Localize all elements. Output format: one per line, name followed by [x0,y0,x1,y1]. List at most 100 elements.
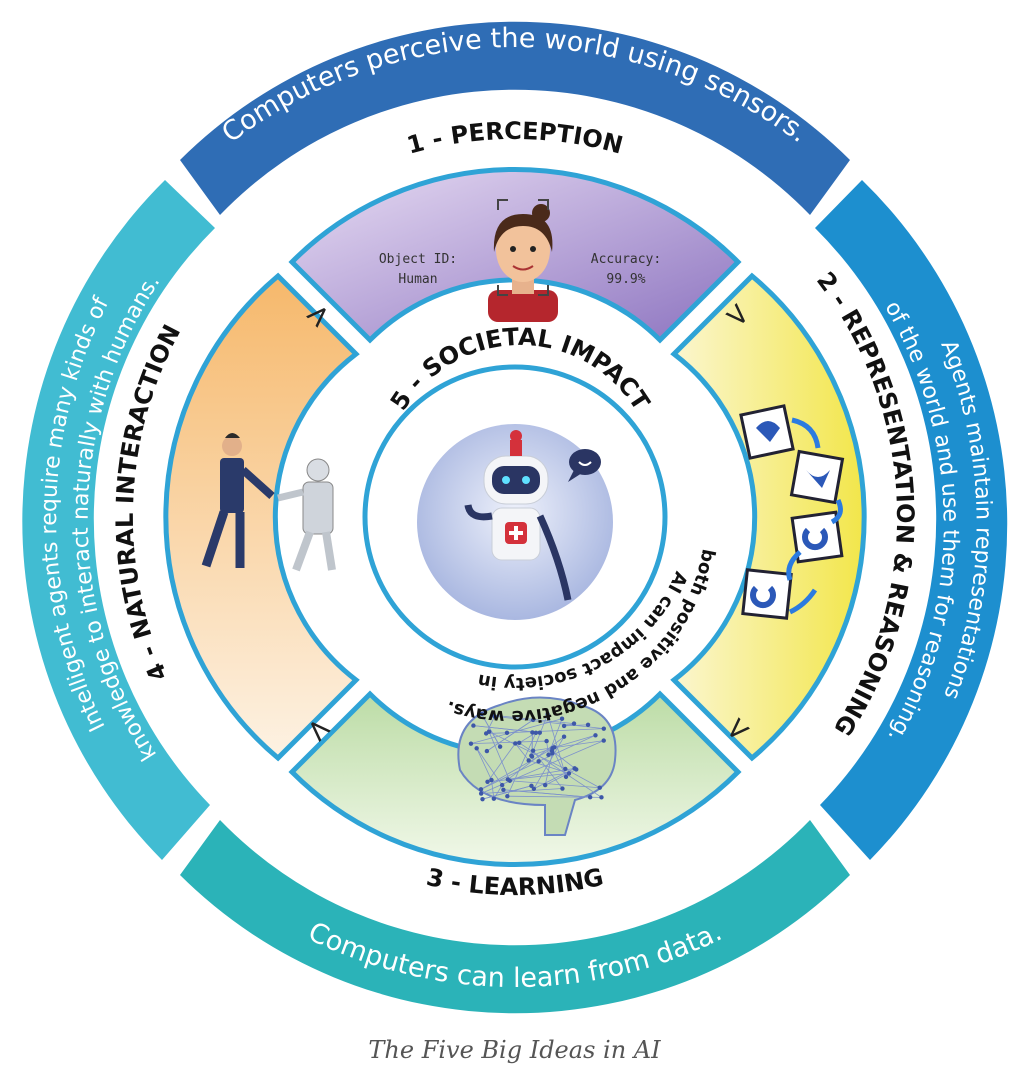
accuracy-label: Accuracy: [591,252,661,267]
network-node [533,730,539,735]
network-node [563,766,568,772]
network-node [501,787,506,793]
network-edge [514,743,530,761]
network-node [597,785,602,790]
network-node [530,730,535,735]
businessman-icon [201,433,275,568]
robot-icon [464,430,572,601]
object-id-value: Human [398,272,437,287]
network-edge [507,736,565,780]
network-node [531,786,537,791]
person-face-icon [496,218,550,282]
network-edge [493,784,503,799]
network-node [499,782,505,788]
societal-impact-center: 5 - SOCIETAL IMPACT AI can impact societ… [362,323,719,727]
network-edge [482,785,532,800]
network-node [542,782,548,788]
network-node [587,795,593,800]
network-node [572,766,577,771]
network-node [563,774,569,780]
network-node [593,733,598,738]
network-edge [488,731,566,770]
network-node [478,787,484,792]
network-node [560,786,565,791]
network-node [550,751,555,756]
network-node [559,716,565,721]
interaction-band [22,180,215,860]
network-node [526,758,531,763]
network-node [546,752,551,758]
network-node [601,738,606,743]
representation-band [815,180,1008,860]
network-node [484,748,490,754]
network-edge [481,788,563,794]
network-node [480,796,485,802]
network-node [561,734,567,739]
network-node [561,723,567,729]
network-node [566,771,572,776]
cube-icon [741,568,793,620]
network-edge [494,716,604,730]
network-node [491,713,496,718]
network-edge [507,795,602,798]
network-edge [480,760,539,790]
network-node [601,726,606,731]
network-node [585,722,591,728]
network-edge [487,743,516,783]
network-node [536,759,541,764]
person-shirt-icon [488,290,558,322]
network-edge [470,740,547,745]
network-edge [481,713,501,747]
cube-icon [790,510,844,564]
face-recognition-illustration: Object ID: Human Accuracy: 99.9% [379,199,661,322]
network-node [471,723,476,728]
network-node [552,745,557,750]
object-id-label: Object ID: [379,252,457,267]
network-edge [487,773,570,783]
interaction-panel [163,272,360,762]
network-edge [507,767,575,780]
network-edge [551,750,577,770]
scan-frame-icon [497,199,549,296]
speech-bubble-icon [568,449,601,482]
perception-title: 1 - PERCEPTION [404,117,626,160]
network-edge [488,731,511,781]
network-node [478,791,484,796]
network-node [479,711,484,717]
network-edge [476,748,503,786]
cube-icon [739,404,795,460]
network-edge [506,728,604,734]
network-edge [473,725,540,734]
network-node [486,729,492,734]
learning-band [180,820,850,1014]
network-node [485,779,490,785]
network-edge [476,748,492,781]
network-node [599,795,604,800]
network-node [571,721,577,726]
network-node [504,730,510,736]
handshake-illustration [201,433,336,572]
network-edge [533,740,604,752]
network-node [497,744,503,749]
network-node [489,777,494,783]
state-cubes-illustration [739,404,845,620]
network-node [513,741,518,746]
figure-caption: The Five Big Ideas in AI [368,1036,661,1064]
network-node [468,741,474,746]
brain-network-icon [457,696,617,836]
network-edge [486,719,534,752]
accuracy-value: 99.9% [606,272,645,287]
representation-panel [670,272,867,762]
network-edge [546,741,549,755]
network-edge [533,736,565,789]
network-edge [506,732,537,797]
network-edge [491,779,495,799]
transition-arrow-icon [786,417,843,615]
learning-title: 3 - LEARNING [424,863,606,901]
network-node [537,730,542,735]
network-edge [544,753,553,786]
network-node [530,748,536,753]
network-edge [565,768,600,789]
network-node [491,796,497,801]
